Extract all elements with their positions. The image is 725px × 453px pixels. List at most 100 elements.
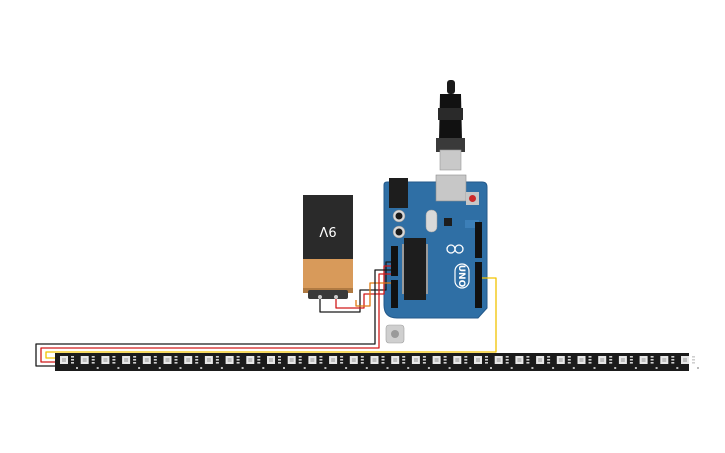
wires (35, 261, 497, 367)
led-pad (505, 359, 509, 361)
led-pad (257, 356, 261, 358)
led-pad (422, 356, 426, 358)
led-cut-mark (138, 367, 141, 369)
led-pad (650, 362, 654, 364)
led-pad (91, 359, 95, 361)
led-cut-mark (634, 367, 637, 369)
led-pad (133, 356, 137, 358)
led-pad (526, 362, 530, 364)
led-pad (464, 356, 468, 358)
led-cut-mark (427, 367, 430, 369)
icsp-area (465, 220, 479, 228)
wire-strip-data[interactable] (45, 277, 497, 359)
led-chip-core (517, 358, 522, 362)
led-pad (340, 356, 344, 358)
led-pad (215, 362, 219, 364)
led-chip-core (186, 358, 191, 362)
power-header[interactable] (391, 246, 398, 276)
power-jack[interactable] (389, 178, 408, 208)
led-pad (588, 359, 592, 361)
led-pad (133, 362, 137, 364)
led-pad (278, 362, 281, 364)
led-pad (381, 359, 385, 361)
led-pad (547, 359, 551, 361)
led-pixel (474, 356, 492, 369)
led-pad (236, 359, 240, 361)
battery-label: 9V (319, 223, 336, 238)
battery-terminal-positive[interactable] (334, 295, 338, 299)
led-chip-core (455, 358, 460, 362)
led-pad (298, 362, 302, 364)
battery-snap-connector (308, 290, 348, 299)
usb-cable-tail (447, 80, 455, 94)
led-pixel (639, 356, 658, 369)
led-cut-mark (572, 367, 575, 369)
led-pad (298, 356, 302, 358)
led-pixel (577, 356, 596, 369)
led-strip[interactable] (55, 353, 699, 371)
led-pad (650, 359, 654, 361)
wire-strip-gnd[interactable] (35, 269, 391, 367)
led-pad (609, 359, 613, 361)
led-pad (547, 362, 551, 364)
led-cut-mark (697, 367, 699, 369)
led-pixel (453, 356, 472, 369)
wire-battery-orange[interactable] (355, 282, 391, 307)
digital-header-low[interactable] (475, 262, 482, 308)
led-chip-core (351, 358, 356, 362)
led-chip-core (476, 358, 480, 362)
led-pad (215, 359, 219, 361)
usb-cable[interactable] (436, 80, 465, 171)
led-pixel (660, 356, 679, 369)
led-pad (236, 362, 240, 364)
led-pad (443, 359, 447, 361)
led-pad (547, 356, 551, 358)
battery-cap (303, 259, 353, 289)
atmega-pins-left (402, 244, 404, 294)
led-cut-mark (158, 367, 161, 369)
wire-battery-vin[interactable] (335, 265, 391, 309)
led-chip-core (496, 358, 501, 362)
led-pad (609, 356, 613, 358)
atmega-pins-right (426, 244, 428, 294)
led-cut-mark (283, 367, 285, 369)
small-sensor[interactable] (385, 324, 405, 344)
led-pad (629, 362, 633, 364)
led-pad (174, 359, 178, 361)
analog-header[interactable] (391, 280, 398, 308)
led-pad (505, 362, 509, 364)
led-chip-core (310, 358, 315, 362)
led-chip-core (620, 358, 625, 362)
led-pixel (556, 356, 575, 369)
usb-port[interactable] (435, 174, 467, 202)
led-pixel (101, 356, 120, 369)
led-pixel (163, 356, 182, 369)
led-cut-mark (179, 367, 182, 369)
led-pad (195, 359, 199, 361)
led-cut-mark (531, 367, 534, 369)
led-cut-mark (241, 367, 244, 369)
wire-battery-gnd[interactable] (319, 261, 391, 313)
usb-chip (444, 218, 452, 226)
led-pad (91, 362, 95, 364)
reset-button[interactable] (469, 195, 476, 202)
battery-9v[interactable]: 9V (303, 195, 353, 299)
led-pad (360, 359, 364, 361)
led-pixel (287, 356, 306, 369)
led-pad (567, 362, 571, 364)
digital-header-high[interactable] (475, 222, 482, 258)
wire-strip-5v[interactable] (40, 273, 391, 363)
capacitor-2-top (395, 228, 403, 236)
led-pixel (60, 356, 78, 369)
led-pad (671, 359, 675, 361)
led-pad (464, 359, 468, 361)
arduino-uno-board[interactable]: UNO (383, 174, 488, 319)
led-chip-core (683, 358, 687, 362)
led-cut-mark (469, 367, 472, 369)
led-chip-core (579, 358, 584, 362)
led-chip-core (103, 358, 108, 362)
battery-terminal-negative[interactable] (318, 295, 322, 299)
led-pixel (494, 356, 513, 369)
led-cut-mark (262, 367, 265, 369)
led-pad (91, 356, 95, 358)
